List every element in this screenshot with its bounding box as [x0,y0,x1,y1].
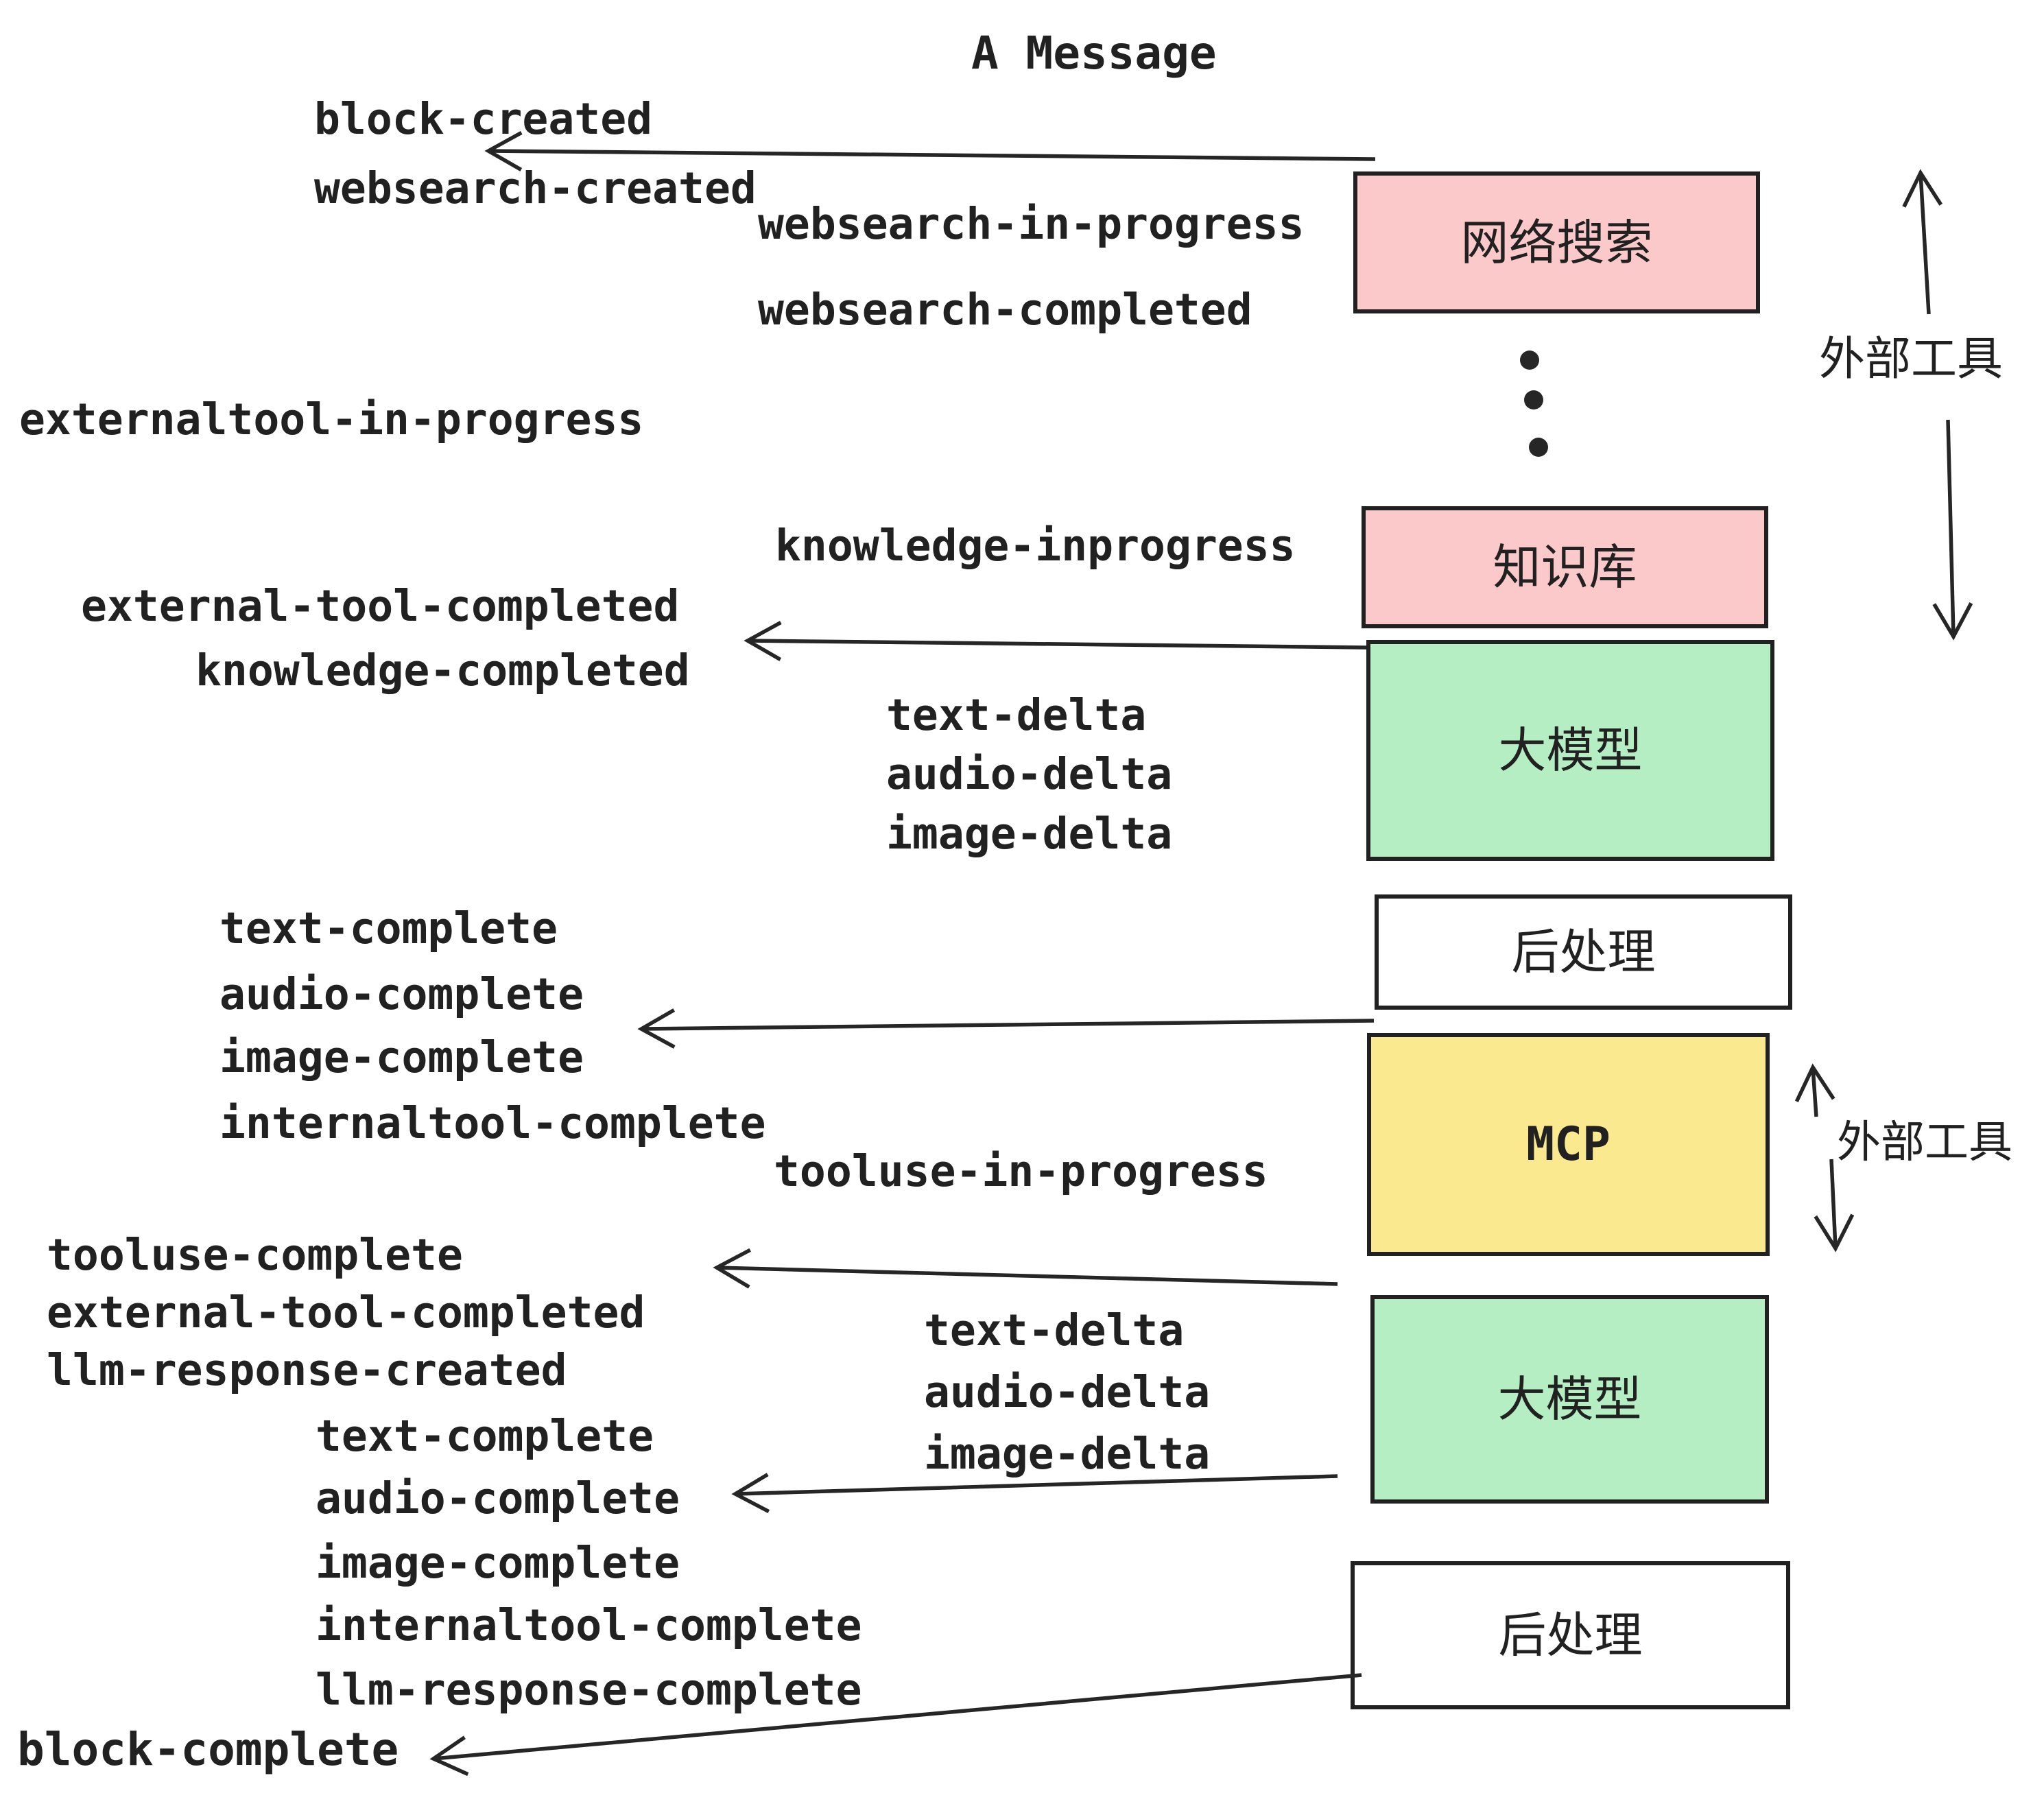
ellipsis-dot [1520,351,1539,370]
ellipsis-dot [1529,438,1548,457]
event-text-delta-2: text-delta [924,1305,1185,1355]
event-external-tool-completed-1: external-tool-completed [81,581,680,631]
event-tooluse-complete: tooluse-complete [47,1230,463,1280]
box-post-2-label: 后处理 [1498,1607,1643,1663]
box-knowledge-label: 知识库 [1493,539,1637,595]
event-internaltool-complete-2: internaltool-complete [316,1600,862,1650]
ellipsis-dot [1524,390,1543,410]
external-tools-label-mid: 外部工具 [1837,1117,2012,1168]
event-image-delta-2: image-delta [924,1429,1211,1479]
page-title: A Message [971,27,1217,80]
event-externaltool-in-progress: externaltool-in-progress [19,394,644,444]
box-llm-1: 大模型 [1366,640,1774,861]
event-internaltool-complete-1: internaltool-complete [219,1098,766,1148]
event-websearch-completed: websearch-completed [758,285,1252,335]
external-tools-label-top: 外部工具 [1819,332,2003,385]
box-llm-1-label: 大模型 [1498,722,1643,779]
arrow-knowledge-completed [744,621,1367,661]
arrow-image-complete [637,1008,1375,1049]
event-websearch-created: websearch-created [314,163,757,213]
external-tools-down-arrow-2 [1814,1159,1855,1253]
arrow-websearch-created [484,131,1376,171]
external-tools-up-arrow-1 [1902,169,1943,315]
event-block-created: block-created [314,94,653,144]
event-knowledge-inprogress: knowledge-inprogress [775,521,1296,571]
event-websearch-in-progress: websearch-in-progress [758,199,1305,249]
event-tooluse-in-progress: tooluse-in-progress [774,1146,1268,1196]
event-audio-delta-1: audio-delta [886,749,1173,799]
external-tools-down-arrow-1 [1932,419,1973,641]
event-text-delta-1: text-delta [886,690,1147,740]
event-block-complete: block-complete [17,1723,399,1776]
event-text-complete-1: text-complete [219,903,558,953]
box-mcp-label: MCP [1526,1117,1611,1172]
box-mcp: MCP [1367,1033,1770,1256]
arrow-tooluse-complete [713,1248,1338,1289]
event-audio-complete-1: audio-complete [219,969,584,1019]
box-websearch: 网络搜索 [1353,171,1760,313]
box-post-1: 后处理 [1375,894,1792,1010]
event-llm-response-complete: llm-response-complete [316,1665,862,1715]
box-llm-2-label: 大模型 [1497,1371,1642,1427]
external-tools-up-arrow-2 [1794,1063,1835,1117]
event-image-delta-1: image-delta [886,809,1173,859]
event-audio-complete-2: audio-complete [316,1473,680,1523]
box-post-2: 后处理 [1351,1561,1790,1709]
box-websearch-label: 网络搜索 [1460,214,1653,271]
event-image-complete-2: image-complete [316,1538,680,1588]
event-image-complete-1: image-complete [219,1032,584,1082]
event-knowledge-completed: knowledge-completed [195,645,690,696]
box-post-1-label: 后处理 [1511,924,1656,980]
event-external-tool-completed-2: external-tool-completed [47,1287,645,1338]
box-llm-2: 大模型 [1370,1295,1769,1504]
box-knowledge: 知识库 [1362,506,1768,628]
event-llm-response-created: llm-response-created [47,1345,567,1395]
event-audio-delta-2: audio-delta [924,1367,1211,1417]
event-text-complete-2: text-complete [316,1411,654,1461]
